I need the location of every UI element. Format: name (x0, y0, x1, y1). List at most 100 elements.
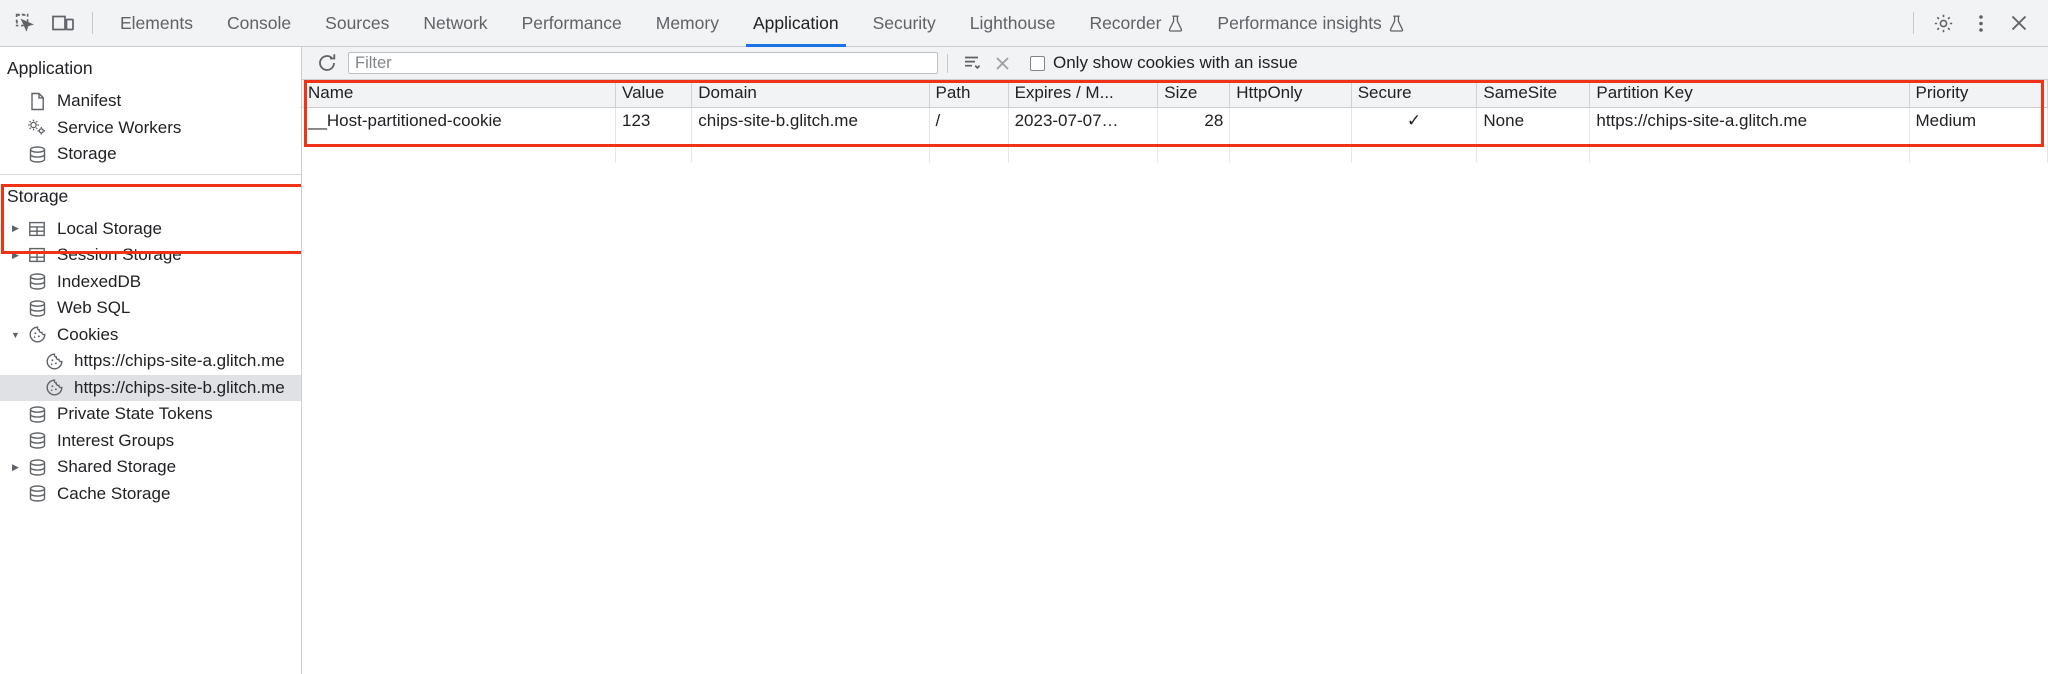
cell-httponly[interactable] (1229, 107, 1352, 135)
tab-security[interactable]: Security (856, 0, 953, 47)
column-header-partition-key[interactable]: Partition Key (1589, 80, 1910, 108)
tab-label: Performance (521, 12, 622, 33)
devtools-body: Application Manifest (0, 47, 2048, 674)
tab-memory[interactable]: Memory (639, 0, 736, 47)
gear-icon[interactable] (1924, 6, 1962, 40)
cell-expires[interactable]: 2023-07-07… (1008, 107, 1159, 135)
sidebar-item-label: Service Workers (57, 117, 182, 137)
tab-application[interactable]: Application (736, 0, 856, 47)
filler-cell (1157, 135, 1231, 163)
cell-size[interactable]: 28 (1157, 107, 1231, 135)
cell-name[interactable]: __Host-partitioned-cookie (302, 107, 616, 135)
database-icon (24, 405, 50, 424)
tab-recorder[interactable]: Recorder (1072, 0, 1200, 47)
devtools-main-toolbar: Elements Console Sources Network Perform… (0, 0, 2048, 47)
column-header-expires[interactable]: Expires / M... (1008, 80, 1159, 108)
tab-lighthouse[interactable]: Lighthouse (953, 0, 1073, 47)
tab-label: Lighthouse (969, 12, 1056, 33)
delete-selected-icon[interactable] (987, 50, 1017, 76)
close-icon[interactable] (2000, 6, 2038, 40)
sidebar-item-storage[interactable]: Storage (0, 141, 301, 168)
filterbar-divider (947, 53, 948, 73)
cookies-table-header-row: Name Value Domain Path Expires / M... Si… (302, 80, 2048, 108)
column-header-name[interactable]: Name (302, 80, 616, 108)
sidebar-item-label: Web SQL (57, 298, 131, 318)
sidebar-item-cookie-origin-b[interactable]: https://chips-site-b.glitch.me (0, 374, 301, 401)
chevron-right-icon[interactable]: ▶ (12, 461, 19, 472)
tab-label: Recorder (1089, 12, 1162, 33)
sidebar-item-cookies[interactable]: ▼ Cookies (0, 322, 301, 349)
sidebar-item-interest-groups[interactable]: Interest Groups (0, 428, 301, 455)
database-icon (24, 484, 50, 503)
cell-secure[interactable]: ✓ (1351, 107, 1478, 135)
toolbar-divider (92, 12, 93, 34)
column-header-samesite[interactable]: SameSite (1476, 80, 1591, 108)
tab-network[interactable]: Network (406, 0, 504, 47)
database-icon (24, 145, 50, 164)
sidebar-item-web-sql[interactable]: Web SQL (0, 295, 301, 322)
cell-partition-key[interactable]: https://chips-site-a.glitch.me (1589, 107, 1910, 135)
cell-priority[interactable]: Medium (1909, 107, 2048, 135)
chevron-right-icon[interactable]: ▶ (12, 249, 19, 260)
sidebar-item-cookie-origin-a[interactable]: https://chips-site-a.glitch.me (0, 348, 301, 375)
kebab-menu-icon[interactable] (1962, 6, 2000, 40)
column-header-httponly[interactable]: HttpOnly (1229, 80, 1352, 108)
tab-performance-insights[interactable]: Performance insights (1200, 0, 1420, 47)
sidebar-item-local-storage[interactable]: ▶ Local Storage (0, 216, 301, 243)
sidebar-divider (0, 173, 301, 175)
column-header-priority[interactable]: Priority (1909, 80, 2048, 108)
cell-samesite[interactable]: None (1476, 107, 1591, 135)
column-header-size[interactable]: Size (1157, 80, 1231, 108)
tab-performance[interactable]: Performance (505, 0, 639, 47)
sidebar-item-indexeddb[interactable]: IndexedDB (0, 269, 301, 296)
sidebar-item-label: https://chips-site-b.glitch.me (74, 377, 285, 397)
sidebar-item-shared-storage[interactable]: ▶ Shared Storage (0, 454, 301, 481)
sidebar-item-label: https://chips-site-a.glitch.me (74, 351, 285, 371)
sidebar-item-service-workers[interactable]: Service Workers (0, 115, 301, 142)
tab-label: Memory (655, 12, 719, 33)
filler-cell (1909, 135, 2048, 163)
chevron-down-icon[interactable]: ▼ (11, 329, 20, 340)
chevron-right-icon[interactable]: ▶ (12, 223, 19, 234)
cell-domain[interactable]: chips-site-b.glitch.me (691, 107, 930, 135)
clear-all-cookies-icon[interactable] (957, 50, 987, 76)
column-header-path[interactable]: Path (929, 80, 1009, 108)
cookies-panel: Only show cookies with an issue Name Val… (302, 47, 2048, 674)
column-header-domain[interactable]: Domain (691, 80, 930, 108)
inspect-element-icon[interactable] (6, 6, 44, 40)
tab-label: Performance insights (1217, 12, 1382, 33)
cookie-icon (24, 325, 50, 344)
service-workers-gears-icon (24, 118, 50, 137)
table-grid-icon (24, 246, 50, 264)
filler-cell (1008, 135, 1159, 163)
sidebar-item-label: Manifest (57, 91, 122, 111)
tab-console[interactable]: Console (210, 0, 308, 47)
cookies-table-container[interactable]: Name Value Domain Path Expires / M... Si… (302, 80, 2048, 674)
sidebar-item-private-state-tokens[interactable]: Private State Tokens (0, 401, 301, 428)
tab-label: Elements (120, 12, 193, 33)
refresh-icon[interactable] (312, 50, 342, 76)
column-header-secure[interactable]: Secure (1351, 80, 1478, 108)
tab-sources[interactable]: Sources (308, 0, 406, 47)
manifest-document-icon (24, 92, 50, 111)
table-row[interactable]: __Host-partitioned-cookie 123 chips-site… (302, 107, 2048, 135)
database-icon (24, 458, 50, 477)
only-issues-checkbox[interactable] (1030, 55, 1045, 71)
application-sidebar[interactable]: Application Manifest (0, 47, 302, 674)
tab-label: Console (226, 12, 292, 33)
sidebar-item-label: Storage (57, 144, 117, 164)
cell-path[interactable]: / (929, 107, 1009, 135)
sidebar-item-manifest[interactable]: Manifest (0, 88, 301, 115)
panel-tabs: Elements Console Sources Network Perform… (103, 0, 1421, 47)
sidebar-item-label: Cache Storage (57, 483, 171, 503)
column-header-value[interactable]: Value (615, 80, 693, 108)
cell-value[interactable]: 123 (615, 107, 693, 135)
device-toolbar-icon[interactable] (44, 6, 82, 40)
sidebar-item-session-storage[interactable]: ▶ Session Storage (0, 242, 301, 269)
experiment-flask-icon (1389, 15, 1404, 32)
filler-cell (302, 135, 616, 163)
search-input[interactable] (348, 52, 938, 74)
only-issues-checkbox-row[interactable]: Only show cookies with an issue (1030, 53, 1298, 73)
sidebar-item-cache-storage[interactable]: Cache Storage (0, 481, 301, 508)
tab-elements[interactable]: Elements (103, 0, 210, 47)
